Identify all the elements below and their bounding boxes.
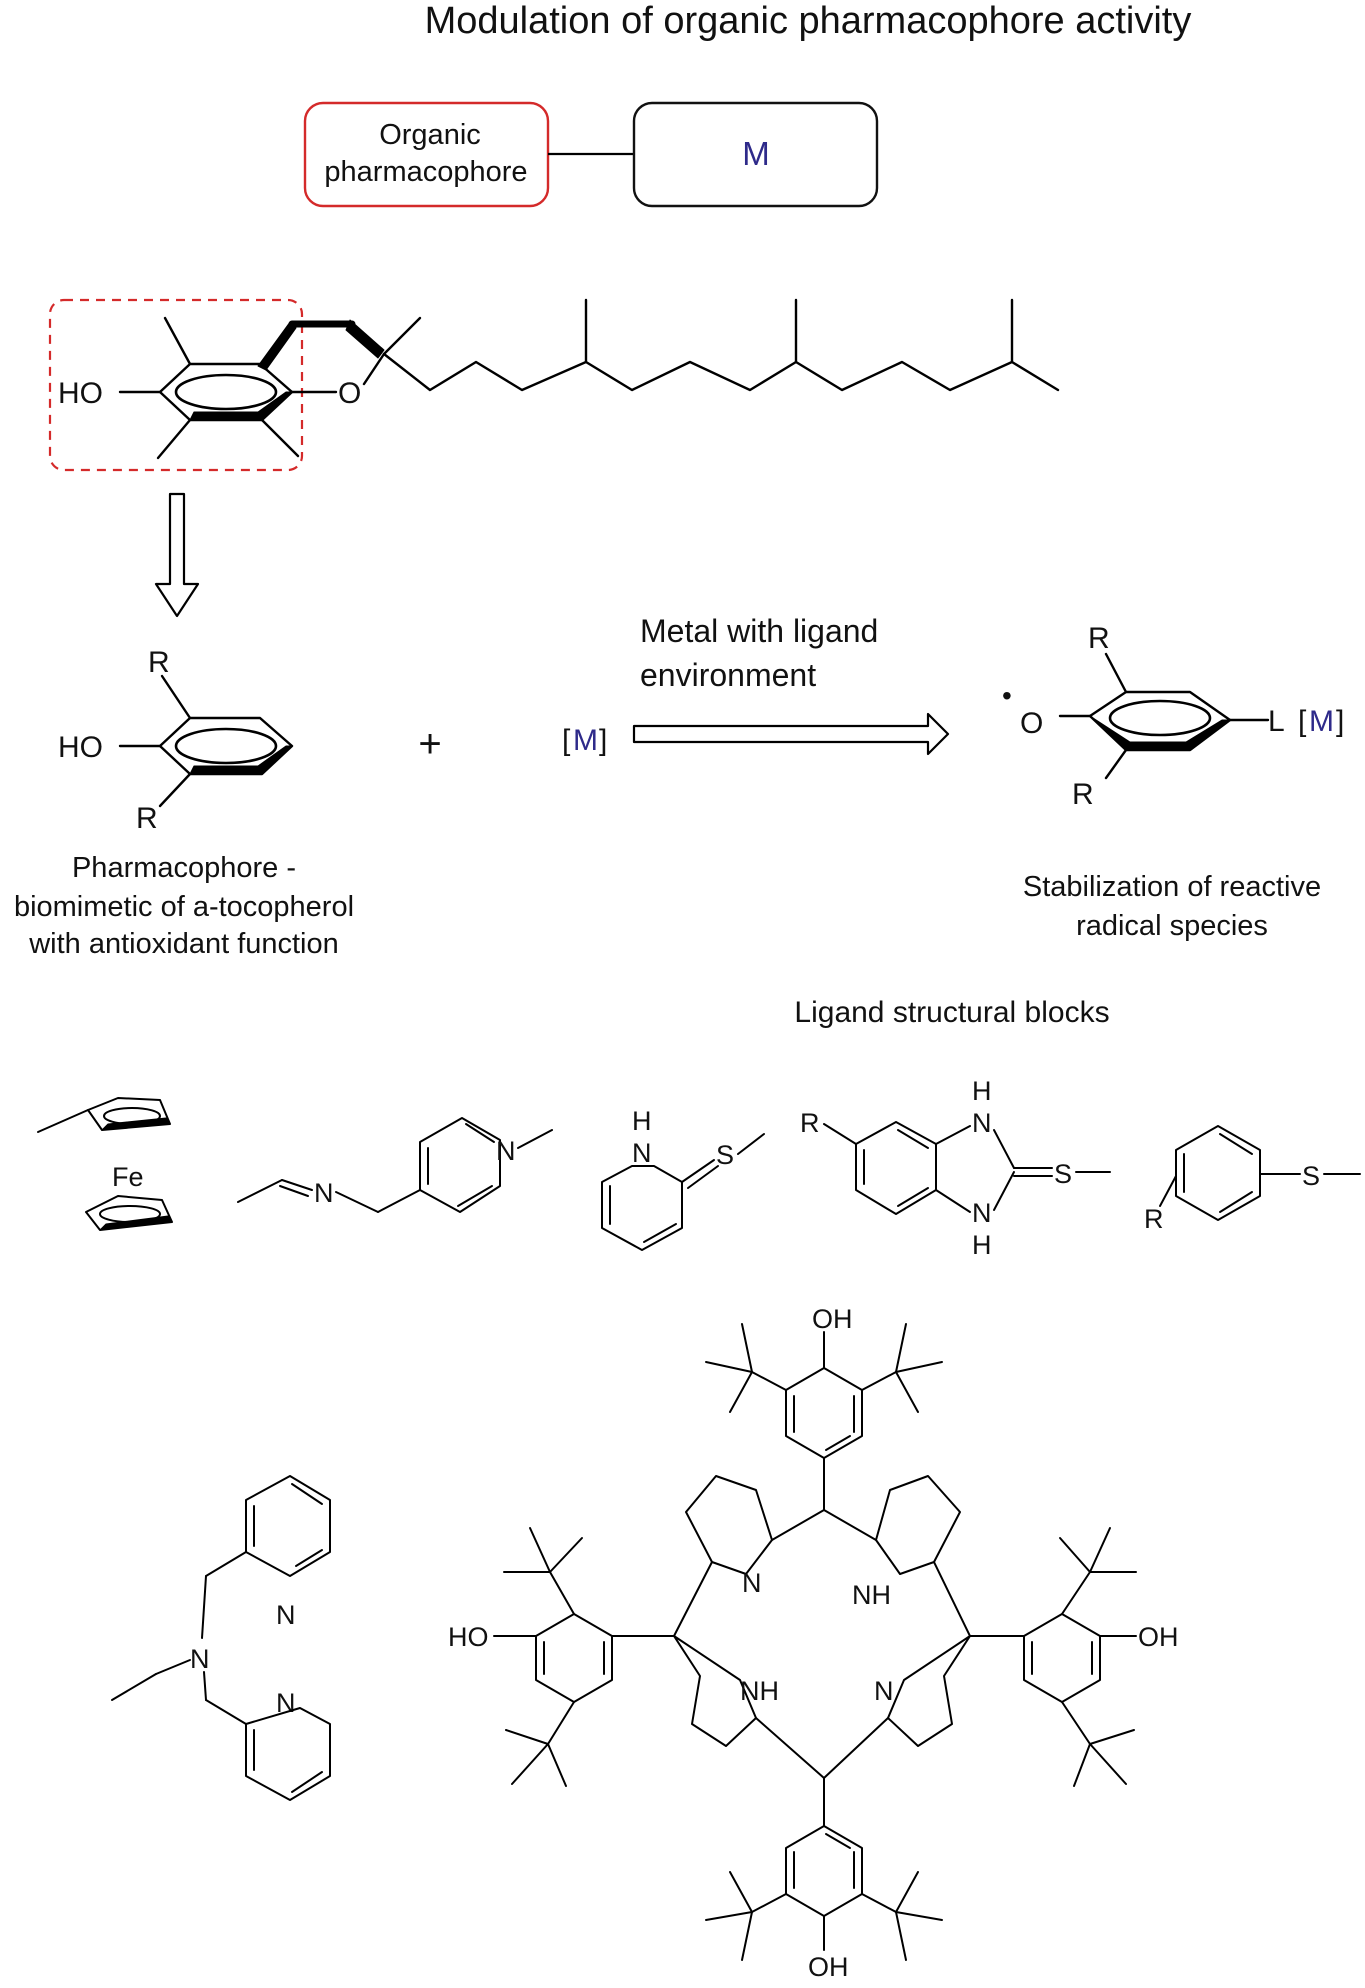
ferrocene-ligand: Fe <box>37 1097 173 1231</box>
metal-close-bracket: ] <box>599 724 607 757</box>
reactant-caption-line3: with antioxidant function <box>28 928 339 960</box>
dipicolylamine-ligand: N N N <box>111 1475 331 1801</box>
thiopyridone-n: N <box>632 1138 652 1168</box>
product-o: O <box>1020 707 1043 740</box>
benzimidazole-n-bottom: N <box>972 1198 992 1228</box>
metal-box-label: M <box>742 135 770 172</box>
benzimidazole-s: S <box>1054 1159 1072 1189</box>
product-caption-line2: radical species <box>1076 910 1268 942</box>
reactant-caption: Pharmacophore - biomimetic of a-tocopher… <box>14 852 354 960</box>
porphyrin-n-br: N <box>874 1676 894 1706</box>
porphyrin-n-tl: N <box>742 1568 762 1598</box>
plus-sign: + <box>418 722 441 766</box>
product-caption: Stabilization of reactive radical specie… <box>1023 871 1321 942</box>
porphyrin-oh-top: OH <box>812 1304 853 1334</box>
reactant-caption-line2: biomimetic of a-tocopherol <box>14 891 354 923</box>
thiophenol-r: R <box>1144 1204 1164 1234</box>
dipicolyl-n-py1: N <box>276 1600 296 1630</box>
benzimidazole-n-top: N <box>972 1108 992 1138</box>
porphyrin-nh-bl: NH <box>740 1676 779 1706</box>
metal-box: M <box>632 101 879 208</box>
product-metal: M <box>1309 705 1334 738</box>
reactant-r-top: R <box>148 646 170 679</box>
dipicolyl-n-center: N <box>190 1644 210 1674</box>
reactant-caption-line1: Pharmacophore - <box>72 852 296 884</box>
porphyrin-nh-tr: NH <box>852 1580 891 1610</box>
tocopherol-structure: HO O <box>48 298 1060 472</box>
arrow-label-line2: environment <box>640 657 816 693</box>
imine-n: N <box>314 1178 334 1208</box>
porphyrin-oh-right: OH <box>1138 1622 1179 1652</box>
product-metal-open: [ <box>1298 705 1307 738</box>
product-metal-close: ] <box>1336 705 1344 738</box>
benzimidazole-h-bottom: H <box>972 1230 992 1260</box>
pyridinium-n: N <box>496 1136 516 1166</box>
thiophenol-s: S <box>1302 1161 1320 1191</box>
pharmacophore-box-line1: Organic <box>379 119 481 151</box>
product-r-top: R <box>1088 622 1110 655</box>
arrow-label-line1: Metal with ligand <box>640 613 878 649</box>
diagram-title: Modulation of organic pharmacophore acti… <box>425 0 1192 42</box>
reactant-r-bottom: R <box>136 802 158 835</box>
imine-pyridinium-ligand: N N <box>237 1117 553 1213</box>
product-caption-line1: Stabilization of reactive <box>1023 871 1321 903</box>
product-r-bottom: R <box>1072 778 1094 811</box>
thiopyridone-h: H <box>632 1106 652 1136</box>
tocopherol-ho-label: HO <box>58 377 103 410</box>
ligand-heading: Ligand structural blocks <box>794 996 1109 1029</box>
reactant-phenol: R HO R <box>58 646 294 835</box>
pharmacophore-highlight-box <box>48 298 304 472</box>
thiopyridone-ligand: H N S <box>601 1106 765 1251</box>
benzimidazole-ligand: R H N S N H <box>800 1076 1111 1260</box>
benzimidazole-r: R <box>800 1108 820 1138</box>
product-l: L <box>1268 705 1285 738</box>
benzimidazole-h-top: H <box>972 1076 992 1106</box>
tocopherol-o-label: O <box>338 377 361 410</box>
product-radical-dot: • <box>1002 680 1012 711</box>
pharmacophore-box-line2: pharmacophore <box>324 156 527 188</box>
metal-open-bracket: [ <box>562 724 571 757</box>
ferrocene-fe: Fe <box>112 1162 144 1192</box>
product-radical: • O R R L [ M ] <box>1002 622 1344 811</box>
reaction-arrow <box>632 712 950 756</box>
metal-symbol: M <box>573 724 598 757</box>
down-arrow-icon <box>154 492 200 618</box>
porphyrin-oh-bottom: OH <box>808 1952 849 1982</box>
metal-reagent: [ M ] <box>562 724 607 757</box>
porphyrin-ho-left: HO <box>448 1622 489 1652</box>
pharmacophore-box: Organic pharmacophore <box>303 101 550 208</box>
reactant-ho: HO <box>58 731 103 764</box>
thiophenol-ligand: R S <box>1144 1125 1361 1234</box>
porphyrin-ligand: OH N NH NH N HO <box>448 1304 1179 1982</box>
thiopyridone-s: S <box>716 1140 734 1170</box>
